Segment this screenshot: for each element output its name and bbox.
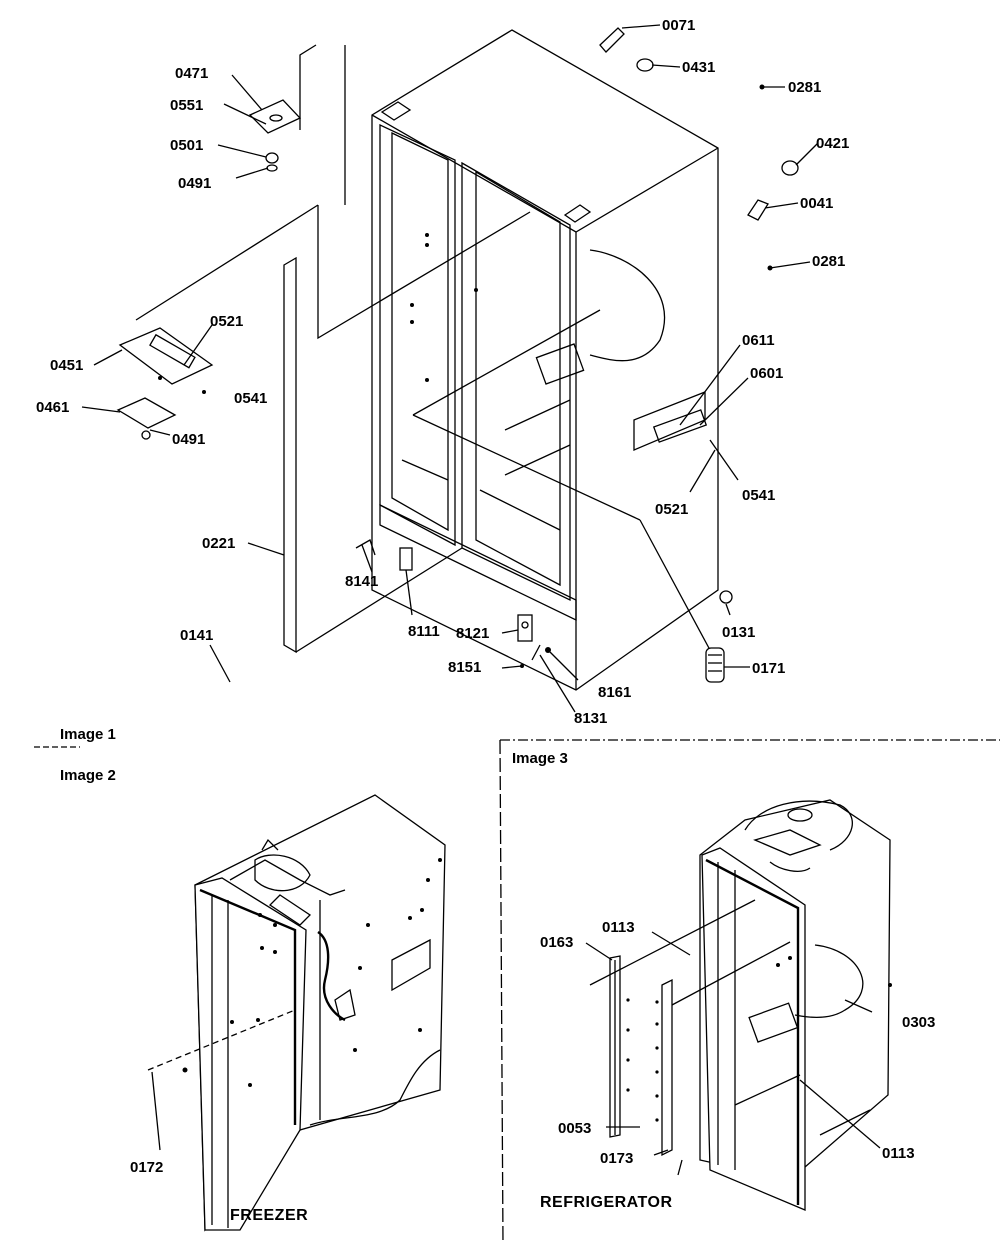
- label-0601: 0601: [750, 365, 783, 382]
- caption-freezer: FREEZER: [230, 1207, 308, 1224]
- label-0141: 0141: [180, 627, 213, 644]
- section-title-image2: Image 2: [60, 767, 116, 784]
- image1-cabinet-drawing: [116, 27, 799, 691]
- label-0173: 0173: [600, 1150, 633, 1167]
- label-0131: 0131: [722, 624, 755, 641]
- label-0172: 0172: [130, 1159, 163, 1176]
- label-8151: 8151: [448, 659, 481, 676]
- label-0113-top: 0113: [602, 919, 635, 936]
- label-8131: 8131: [574, 710, 607, 727]
- section-title-image1: Image 1: [60, 726, 116, 743]
- label-0521-left: 0521: [210, 313, 243, 330]
- image1-leader-lines: [81, 24, 819, 713]
- label-8111: 8111: [408, 623, 440, 640]
- label-0171: 0171: [752, 660, 785, 677]
- section-separators: [34, 739, 1000, 1244]
- caption-refrigerator: REFRIGERATOR: [540, 1194, 673, 1211]
- label-0491-top: 0491: [178, 175, 211, 192]
- label-0551: 0551: [170, 97, 203, 114]
- label-0541-left: 0541: [234, 390, 267, 407]
- label-0071: 0071: [662, 17, 695, 34]
- label-0521-right: 0521: [655, 501, 688, 518]
- label-0501: 0501: [170, 137, 203, 154]
- label-0461: 0461: [36, 399, 69, 416]
- label-0221: 0221: [202, 535, 235, 552]
- label-0421: 0421: [816, 135, 849, 152]
- image1-part-labels: 0071 0431 0281 0421 0041 0281 0471 0551 …: [36, 17, 849, 727]
- label-0471: 0471: [175, 65, 208, 82]
- label-0041: 0041: [800, 195, 833, 212]
- image2-freezer-drawing: [147, 794, 446, 1232]
- image3-leader-lines: [585, 931, 881, 1156]
- label-8161: 8161: [598, 684, 631, 701]
- label-0451: 0451: [50, 357, 83, 374]
- label-0431: 0431: [682, 59, 715, 76]
- label-0053: 0053: [558, 1120, 591, 1137]
- label-0113-bottom: 0113: [882, 1145, 915, 1162]
- label-0163: 0163: [540, 934, 573, 951]
- label-0303: 0303: [902, 1014, 935, 1031]
- image3-refrigerator-drawing: [589, 799, 892, 1211]
- label-0491-bottom: 0491: [172, 431, 205, 448]
- label-8121: 8121: [456, 625, 489, 642]
- label-8141: 8141: [345, 573, 378, 590]
- label-0611: 0611: [742, 332, 775, 349]
- label-0281-bottom: 0281: [812, 253, 845, 270]
- section-title-image3: Image 3: [512, 750, 568, 767]
- label-0281-top: 0281: [788, 79, 821, 96]
- label-0541-right: 0541: [742, 487, 775, 504]
